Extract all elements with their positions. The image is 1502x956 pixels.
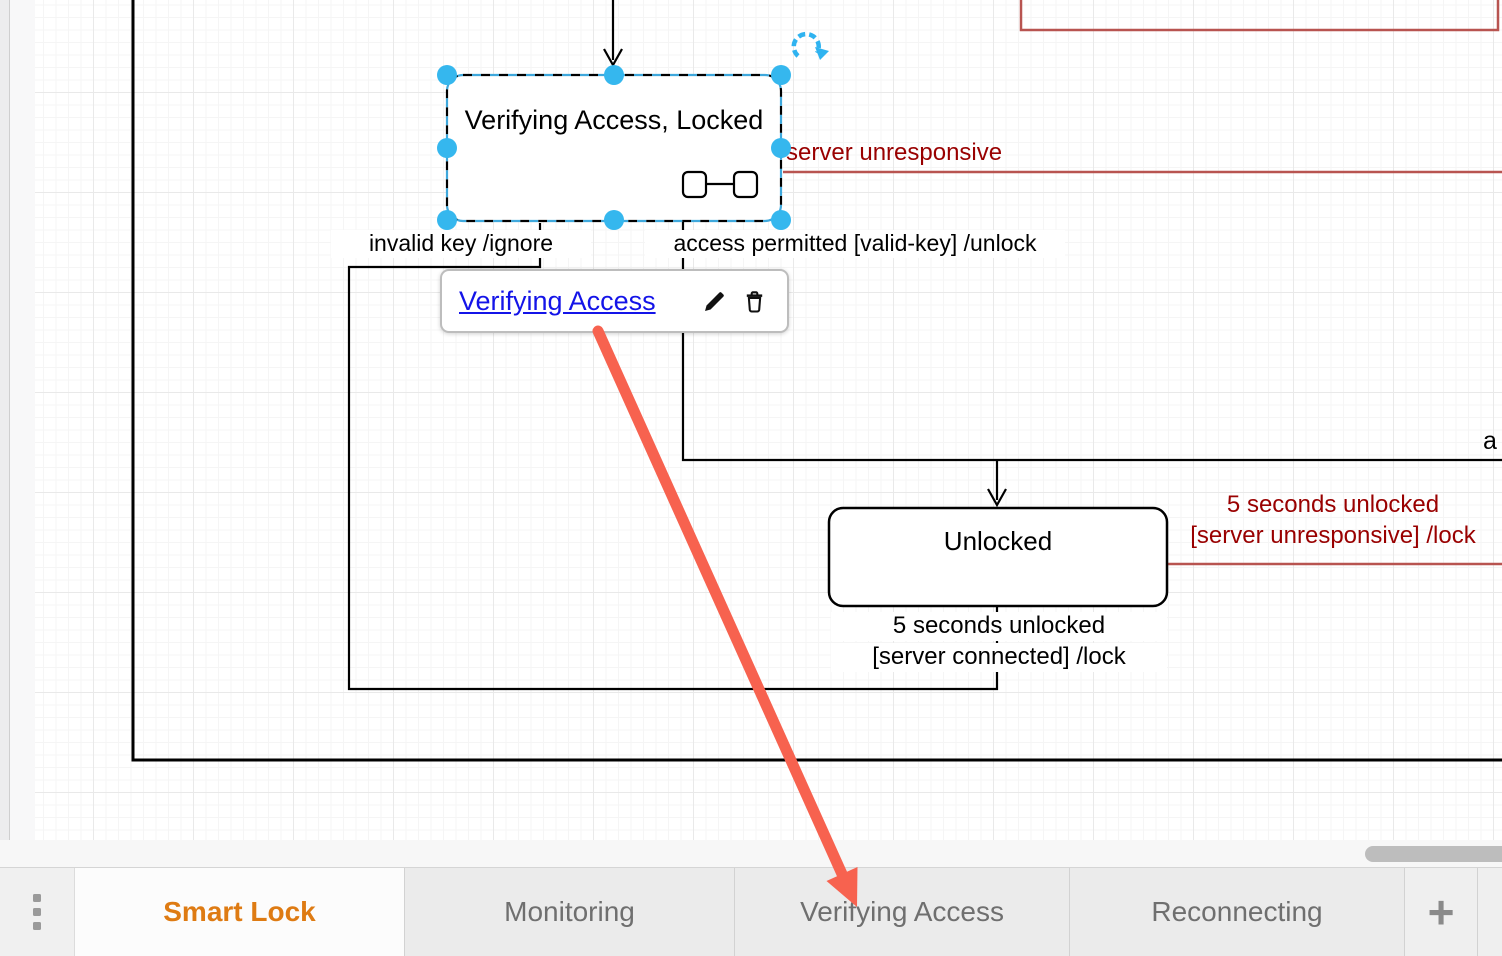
- tab-reconnecting[interactable]: Reconnecting: [1070, 868, 1405, 956]
- red-container-border[interactable]: [1019, 0, 1500, 32]
- clipped-edge-label: a: [1483, 427, 1497, 455]
- tab-bar-filler: [1478, 868, 1502, 956]
- edge-label-server-unresponsive: server unresponsive: [786, 139, 1003, 166]
- edge-label-timeout-unresponsive-line2: [server unresponsive] /lock: [1190, 522, 1476, 549]
- link-popup[interactable]: Verifying Access: [440, 269, 789, 333]
- edge-label-timeout-unresponsive-line1: 5 seconds unlocked: [1226, 491, 1440, 518]
- edit-pencil-icon[interactable]: [701, 288, 728, 315]
- edge-label-invalid-key: invalid key /ignore: [331, 230, 591, 258]
- state-unlocked-label: Unlocked: [943, 526, 1053, 556]
- state-verifying-access-locked[interactable]: [447, 75, 781, 221]
- tab-monitoring[interactable]: Monitoring: [405, 868, 735, 956]
- edge-label-timeout-connected-line1: 5 seconds unlocked: [831, 612, 1167, 641]
- outer-container-border[interactable]: [131, 0, 1502, 762]
- page-margin: [10, 0, 35, 840]
- tab-verifying-access[interactable]: Verifying Access: [735, 868, 1070, 956]
- verifying-access-link[interactable]: Verifying Access: [459, 285, 656, 316]
- horizontal-scrollbar-thumb[interactable]: [1365, 846, 1502, 862]
- arrowhead-into-unlocked: [987, 488, 1007, 508]
- page-tab-bar: Smart Lock Monitoring Verifying Access R…: [0, 868, 1502, 956]
- state-verifying-label: Verifying Access, Locked: [464, 105, 764, 135]
- edge-label-timeout-connected-line2: [server connected] /lock: [831, 643, 1167, 672]
- edge-label-access-permitted: access permitted [valid-key] /unlock: [645, 230, 1065, 258]
- diagram-canvas[interactable]: Verifying Access, Locked server unrespon…: [0, 0, 1502, 840]
- edge-access-permitted[interactable]: [681, 222, 1502, 462]
- horizontal-scrollbar-track[interactable]: [0, 840, 1502, 868]
- edge-timeout-connected[interactable]: [347, 223, 999, 691]
- add-page-button[interactable]: +: [1405, 868, 1478, 956]
- tab-smart-lock[interactable]: Smart Lock: [75, 868, 405, 956]
- pages-menu-button[interactable]: [0, 868, 75, 956]
- delete-trash-icon[interactable]: [742, 288, 767, 315]
- vertical-dots-icon: [33, 894, 41, 930]
- offpage-strip: [0, 0, 10, 840]
- page-tabs-footer: Smart Lock Monitoring Verifying Access R…: [0, 840, 1502, 956]
